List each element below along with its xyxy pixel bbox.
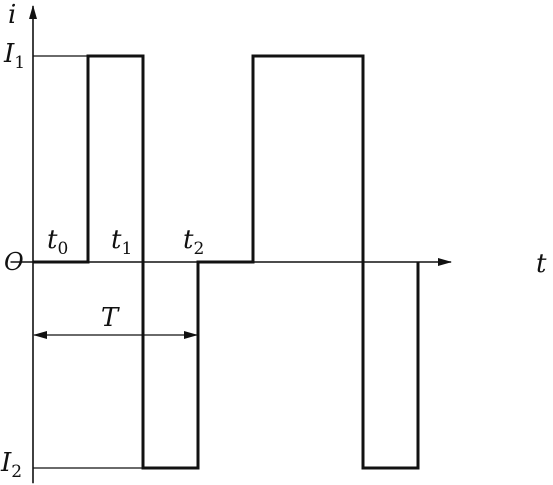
- period-label: T: [101, 303, 120, 333]
- y-axis-label: i: [8, 0, 16, 30]
- time-marker-t2-label: t2: [183, 225, 204, 259]
- origin-label: O: [4, 248, 24, 276]
- level-i2-label: I2: [0, 448, 22, 482]
- x-axis-label: t: [536, 249, 547, 279]
- level-i1-label: I1: [3, 39, 25, 73]
- current-waveform: [33, 54, 420, 470]
- time-marker-t0-label: t0: [47, 225, 68, 259]
- time-marker-t1-label: t1: [111, 225, 132, 259]
